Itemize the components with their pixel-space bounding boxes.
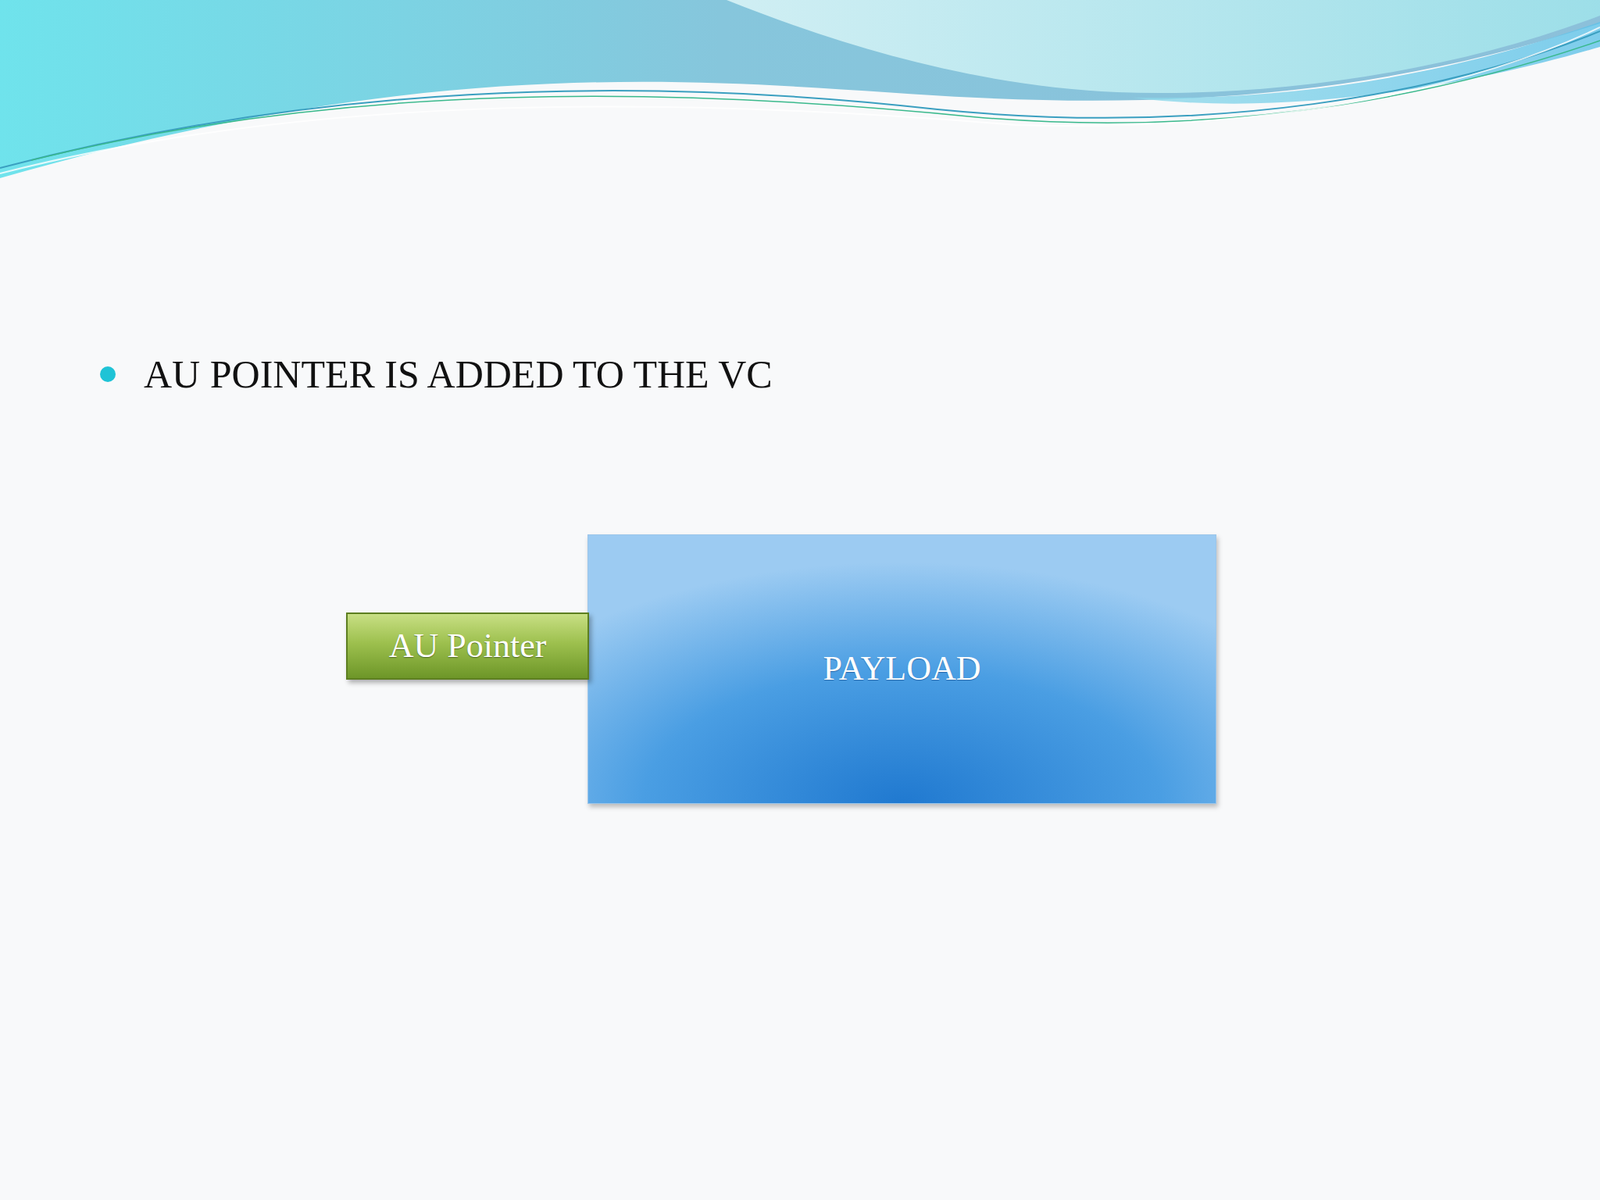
bullet-text: AU POINTER IS ADDED TO THE VC xyxy=(143,353,773,397)
payload-box: PAYLOAD xyxy=(587,534,1217,804)
box-label: PAYLOAD xyxy=(822,650,981,688)
wave-line xyxy=(0,27,1600,174)
wave-band xyxy=(0,0,1600,179)
box-label: AU Pointer xyxy=(389,627,547,665)
wave-line xyxy=(0,31,1600,168)
header-wave xyxy=(0,0,1600,204)
bullet-dot xyxy=(100,366,116,383)
pointer-box: AU Pointer xyxy=(346,612,590,680)
